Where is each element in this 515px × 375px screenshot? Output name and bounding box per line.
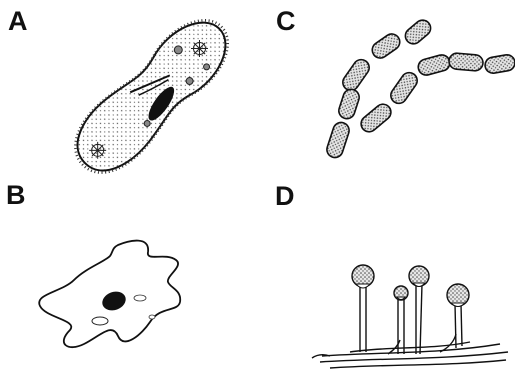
bread-mold-icon [312, 265, 508, 368]
paramecium-icon [61, 4, 244, 187]
amoeba-icon [39, 241, 180, 348]
bacilli-chain-icon [325, 17, 515, 160]
